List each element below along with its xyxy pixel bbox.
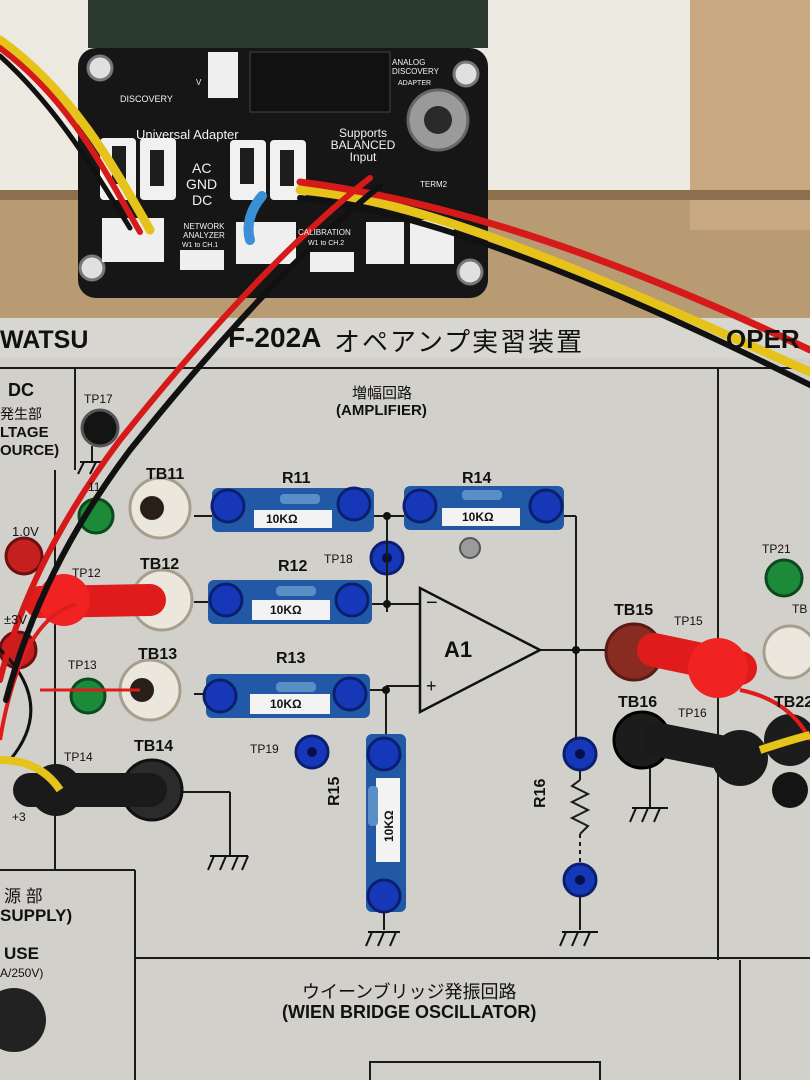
tp13-label: TP13: [68, 658, 97, 672]
r15-value: 10KΩ: [382, 810, 396, 842]
brand-label: DISCOVERY: [120, 94, 173, 104]
tb22-label: TB22: [774, 694, 810, 711]
probe-leads: [0, 574, 810, 816]
tp11-label: 11: [88, 480, 101, 494]
tp18-label: TP18: [324, 552, 353, 566]
ground-symbols: [77, 461, 668, 947]
r11-value: 10KΩ: [266, 512, 298, 526]
r14-value: 10KΩ: [462, 510, 494, 524]
dc-source-japanese: 発生部: [0, 406, 42, 422]
r13-value: 10KΩ: [270, 697, 302, 711]
tp16-label: TP16: [678, 706, 707, 720]
channel-label: V: [196, 78, 202, 87]
wien-title: (WIEN BRIDGE OSCILLATOR): [282, 1002, 537, 1022]
opamp-noninverting-sign: +: [426, 676, 437, 696]
r16-label: R16: [532, 778, 549, 808]
adapter-title: Universal Adapter: [136, 127, 239, 142]
voltage-3v-label: ±3V: [4, 612, 28, 627]
twisted-cables: [0, 35, 810, 703]
supply-japanese: 源 部: [4, 887, 43, 906]
dc-source-voltage: LTAGE: [0, 424, 49, 441]
supports-label: Supports BALANCED Input: [330, 126, 396, 164]
tp14-label: TP14: [64, 750, 93, 764]
maker-label: WATSU: [0, 326, 89, 354]
coupling-gnd-label: GND: [186, 176, 218, 192]
voltage-1v-label: 1.0V: [12, 524, 39, 539]
tp21-label: TP21: [762, 542, 791, 556]
tp15-label: TP15: [674, 614, 703, 628]
r12-label: R12: [278, 558, 308, 575]
tp12-label: TP12: [72, 566, 101, 580]
wien-japanese-title: ウイーンブリッジ発振回路: [302, 982, 517, 1002]
tb12-label: TB12: [140, 556, 180, 573]
dc-source-source: OURCE): [0, 442, 60, 459]
op-amp-symbol: [418, 585, 543, 715]
tp19-label: TP19: [250, 742, 279, 756]
model-right-label: OPER: [726, 324, 800, 354]
resistor-boards: [206, 486, 564, 912]
voltage-plus3-label: +3: [12, 810, 26, 824]
fuse-label: USE: [4, 944, 39, 963]
tp17-label: TP17: [84, 392, 113, 406]
tb15-label: TB15: [614, 602, 654, 619]
r13-label: R13: [276, 650, 306, 667]
model-japanese-label: オペアンプ実習装置: [334, 327, 585, 357]
r12-value: 10KΩ: [270, 603, 302, 617]
opamp-inverting-sign: −: [426, 592, 438, 614]
calibration-label: CALIBRATION: [298, 228, 351, 237]
model-label: F-202A: [228, 322, 322, 353]
tb-partial-label: TB: [792, 602, 808, 616]
r11-label: R11: [282, 470, 311, 487]
adapter-word-label: ADAPTER: [398, 80, 432, 87]
fuse-rating: A/250V): [0, 966, 44, 980]
adapter-board: [78, 0, 488, 298]
calibration-sub: W1 to CH.2: [308, 240, 345, 247]
amplifier-japanese-title: 増幅回路: [352, 385, 413, 402]
analog-discovery-label: ANALOG DISCOVERY: [392, 58, 439, 76]
network-analyzer-label: NETWORK ANALYZER: [183, 222, 225, 240]
term-label: TERM2: [420, 180, 448, 189]
network-analyzer-sub: W1 to CH.1: [182, 242, 219, 249]
opamp-label: A1: [444, 637, 473, 662]
tb13-label: TB13: [138, 646, 178, 663]
r14-label: R14: [462, 470, 492, 487]
coupling-ac-label: AC: [192, 160, 212, 176]
amplifier-title: (AMPLIFIER): [336, 402, 427, 419]
tb16-label: TB16: [618, 694, 658, 711]
tb11-label: TB11: [146, 466, 185, 483]
tb14-label: TB14: [134, 738, 174, 755]
supply-label: SUPPLY): [0, 906, 73, 925]
dc-source-title: DC: [8, 380, 34, 400]
r15-label: R15: [326, 776, 343, 806]
coupling-dc-label: DC: [192, 192, 213, 208]
